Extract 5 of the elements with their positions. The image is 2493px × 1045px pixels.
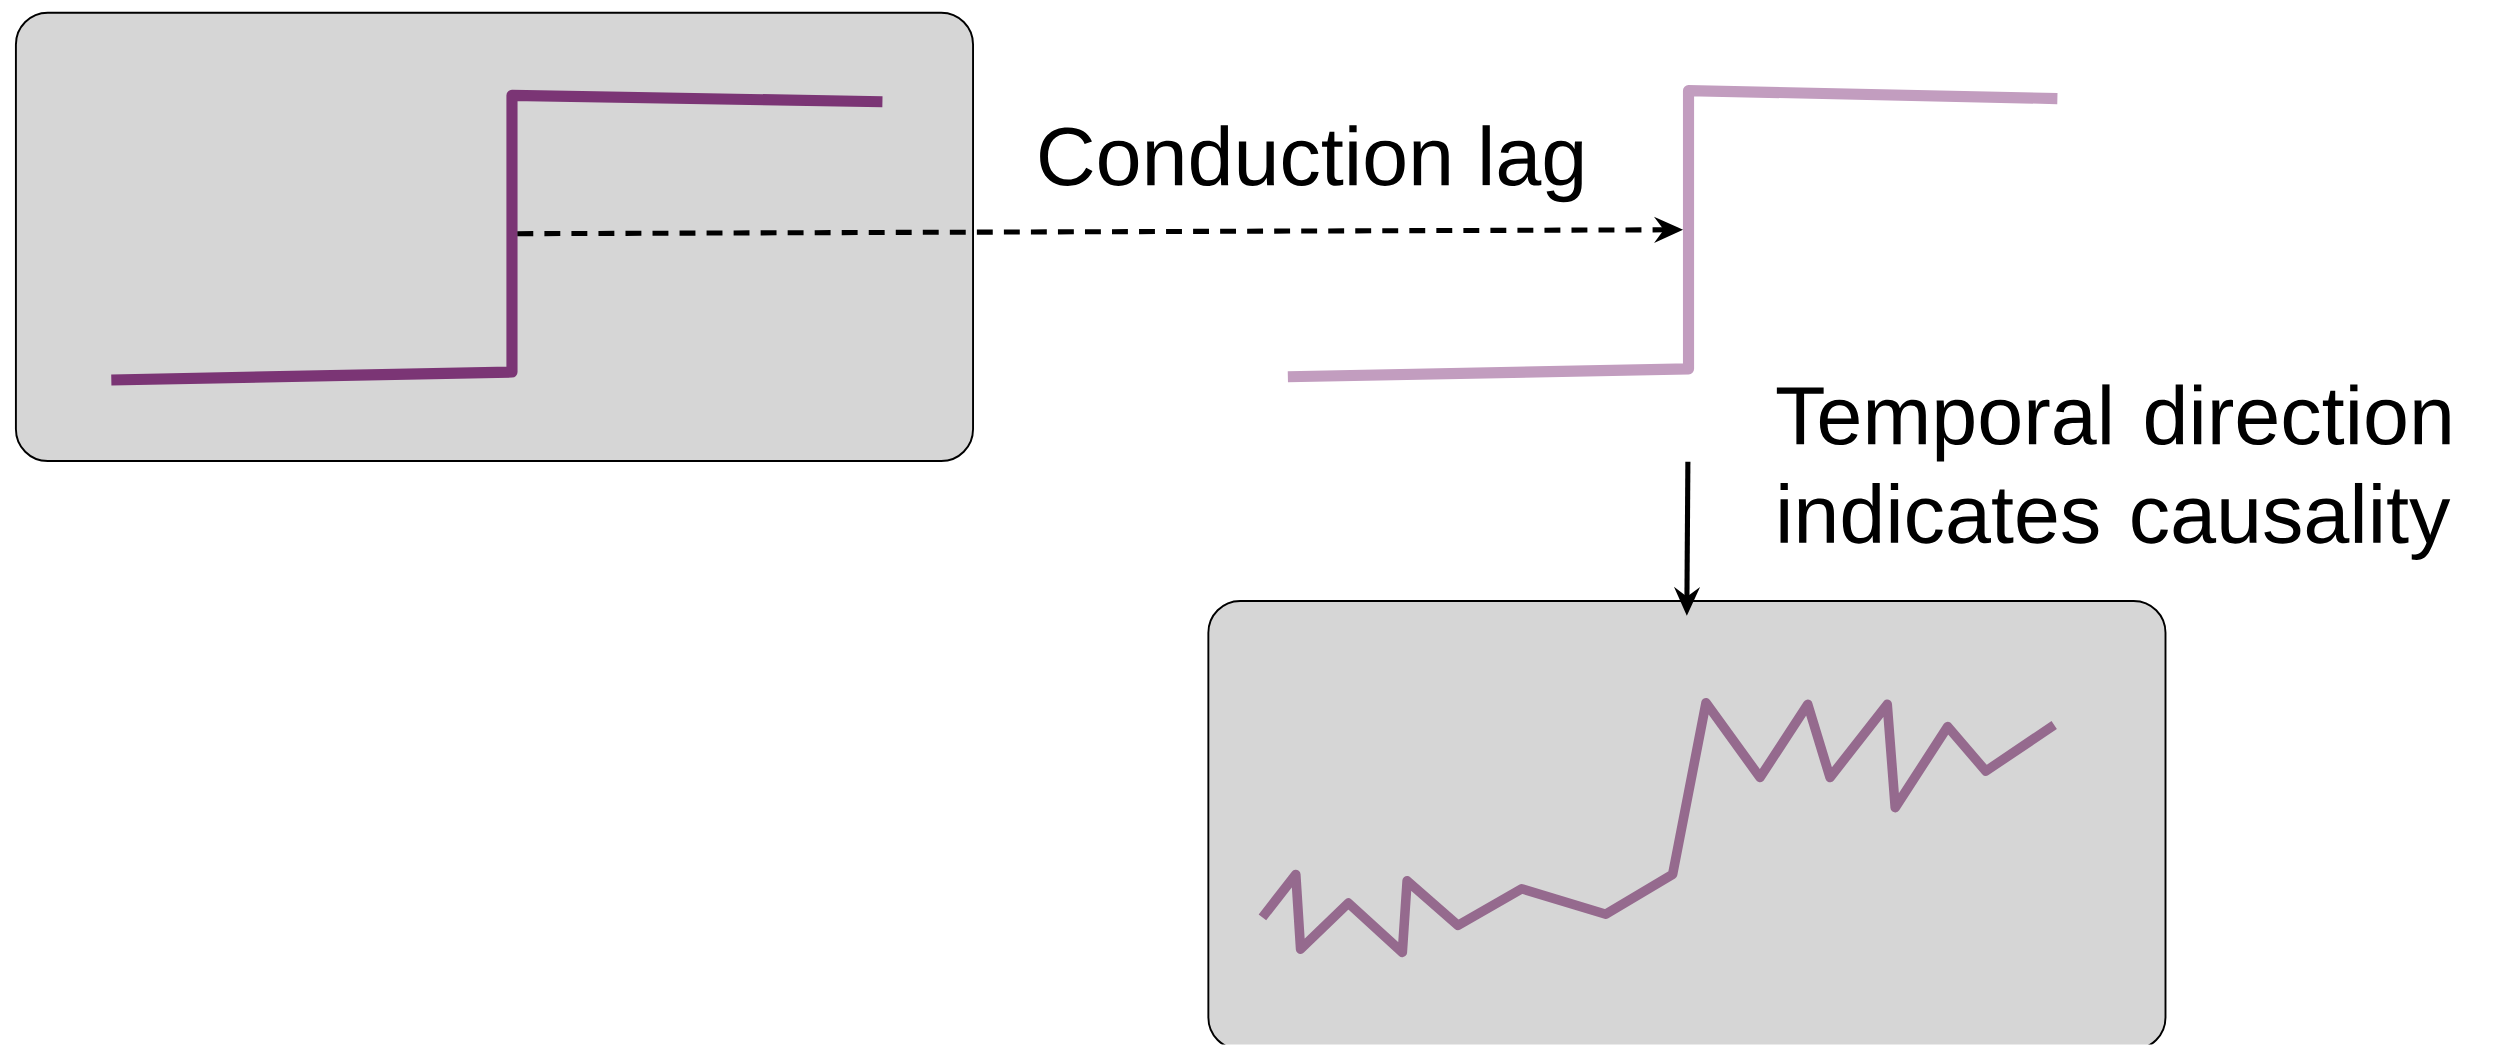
- edge-label: Conduction lag: [1040, 125, 1582, 203]
- panel-box: [1207, 600, 2167, 1045]
- edge-label: Temporal direction indicates causality: [1776, 384, 2451, 561]
- panel-box: [14, 11, 974, 463]
- step-signal-drawing: [111, 90, 883, 386]
